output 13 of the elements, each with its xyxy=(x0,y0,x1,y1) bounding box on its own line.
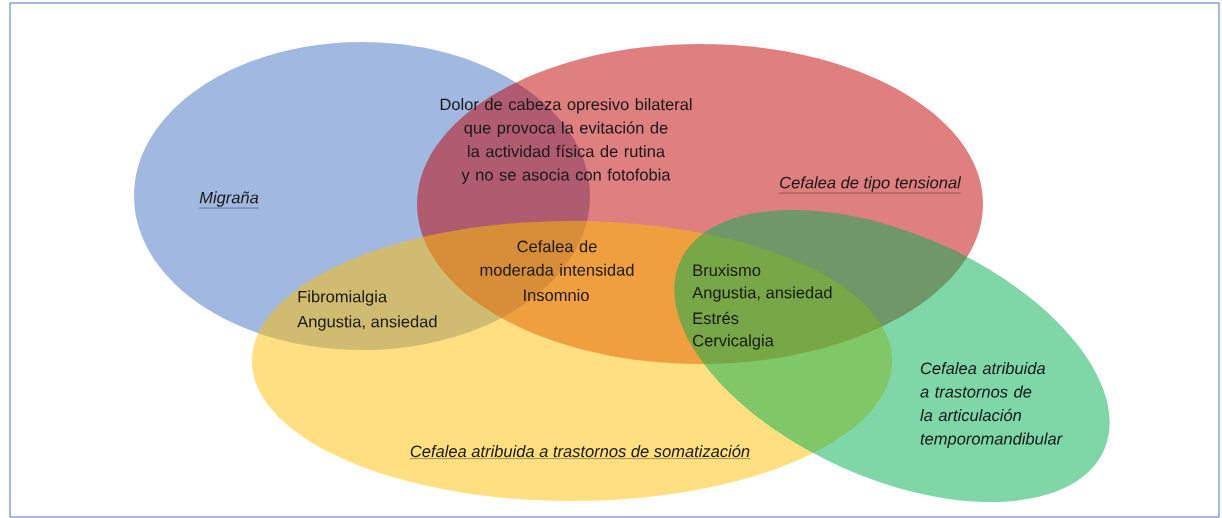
region-text: Angustia, ansiedad xyxy=(692,286,832,302)
region-text: Fibromialgia xyxy=(298,290,388,306)
region-text: Bruxismo xyxy=(693,263,761,277)
region-text: Angustia, ansiedad xyxy=(297,315,437,331)
ellipse-label: Cefalea de tipo tensional xyxy=(779,176,962,194)
region-text: Cefalea de moderada intensidad xyxy=(480,240,634,276)
region-text: Cervicalgia xyxy=(693,334,774,350)
ellipse-label: Cefalea atribuida a trastornos de somatización xyxy=(409,444,751,459)
region-text: Estrés xyxy=(693,311,739,325)
region-text: Insomnio xyxy=(524,288,589,302)
ellipse-label: Migraña xyxy=(199,191,259,209)
ellipse-label: Cefalea atribuida a trastornos de la articulación temporomandibular xyxy=(920,362,1063,448)
region-text: Dolor de cabeza opresivo bilateral que provoca la evitación de la actividad física de rutina y no se asocia con fotofobia xyxy=(440,98,692,184)
